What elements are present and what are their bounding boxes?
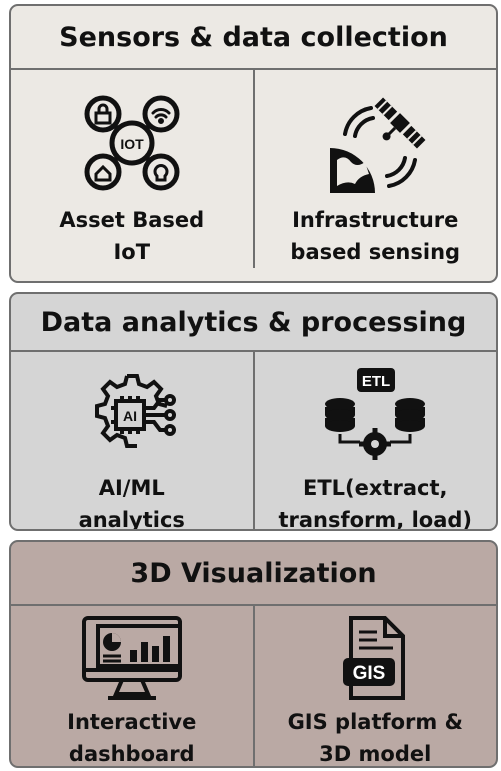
label-line: transform, load) <box>278 508 473 531</box>
label-line: Infrastructure <box>292 208 459 232</box>
section-title: 3D Visualization <box>11 542 496 606</box>
label-line: Asset Based <box>59 208 205 232</box>
item-label: ETL(extract, transform, load) <box>278 472 473 531</box>
analytics-section: Data analytics & processing <box>9 292 498 531</box>
label-line: Interactive <box>67 710 197 734</box>
ai-ml-cell: AI AI/ML analytics <box>11 352 253 531</box>
visualization-section: 3D Visualization <box>9 540 498 768</box>
iot-icon-text: IOT <box>120 136 144 152</box>
label-line: AI/ML <box>98 476 165 500</box>
label-line: dashboard <box>68 742 195 766</box>
infrastructure-sensing-cell: Infrastructure based sensing <box>252 70 497 268</box>
item-label: Interactive dashboard <box>67 706 197 766</box>
label-line: ETL(extract, <box>303 476 448 500</box>
item-label: GIS platform & 3D model <box>287 706 463 766</box>
label-line: IoT <box>113 240 151 264</box>
etl-database-icon: ETL <box>325 368 426 460</box>
gis-icon-text: GIS <box>353 663 386 684</box>
etl-icon-text: ETL <box>362 373 390 390</box>
sensors-section: Sensors & data collection <box>9 4 498 283</box>
item-label: Asset Based IoT <box>59 204 204 268</box>
item-label: Infrastructure based sensing <box>290 204 460 268</box>
etl-cell: ETL <box>252 352 497 531</box>
label-line: 3D model <box>319 742 432 766</box>
label-line: based sensing <box>290 240 461 264</box>
iot-network-icon: IOT <box>84 95 180 191</box>
asset-iot-cell: IOT Asset Based IoT <box>11 70 253 268</box>
ai-icon-text: AI <box>123 408 137 424</box>
satellite-earth-icon <box>330 97 426 193</box>
section-title: Sensors & data collection <box>11 6 496 70</box>
label-line: GIS platform & <box>287 710 463 734</box>
gis-file-icon: GIS <box>343 616 406 700</box>
dashboard-cell: Interactive dashboard <box>11 606 253 766</box>
ai-gear-chip-icon: AI <box>94 374 176 448</box>
dashboard-monitor-icon <box>81 616 182 700</box>
gis-cell: GIS GIS platform & 3D model <box>252 606 497 766</box>
label-line: analytics <box>78 508 185 531</box>
section-title: Data analytics & processing <box>11 294 496 352</box>
item-label: AI/ML analytics <box>78 472 185 531</box>
